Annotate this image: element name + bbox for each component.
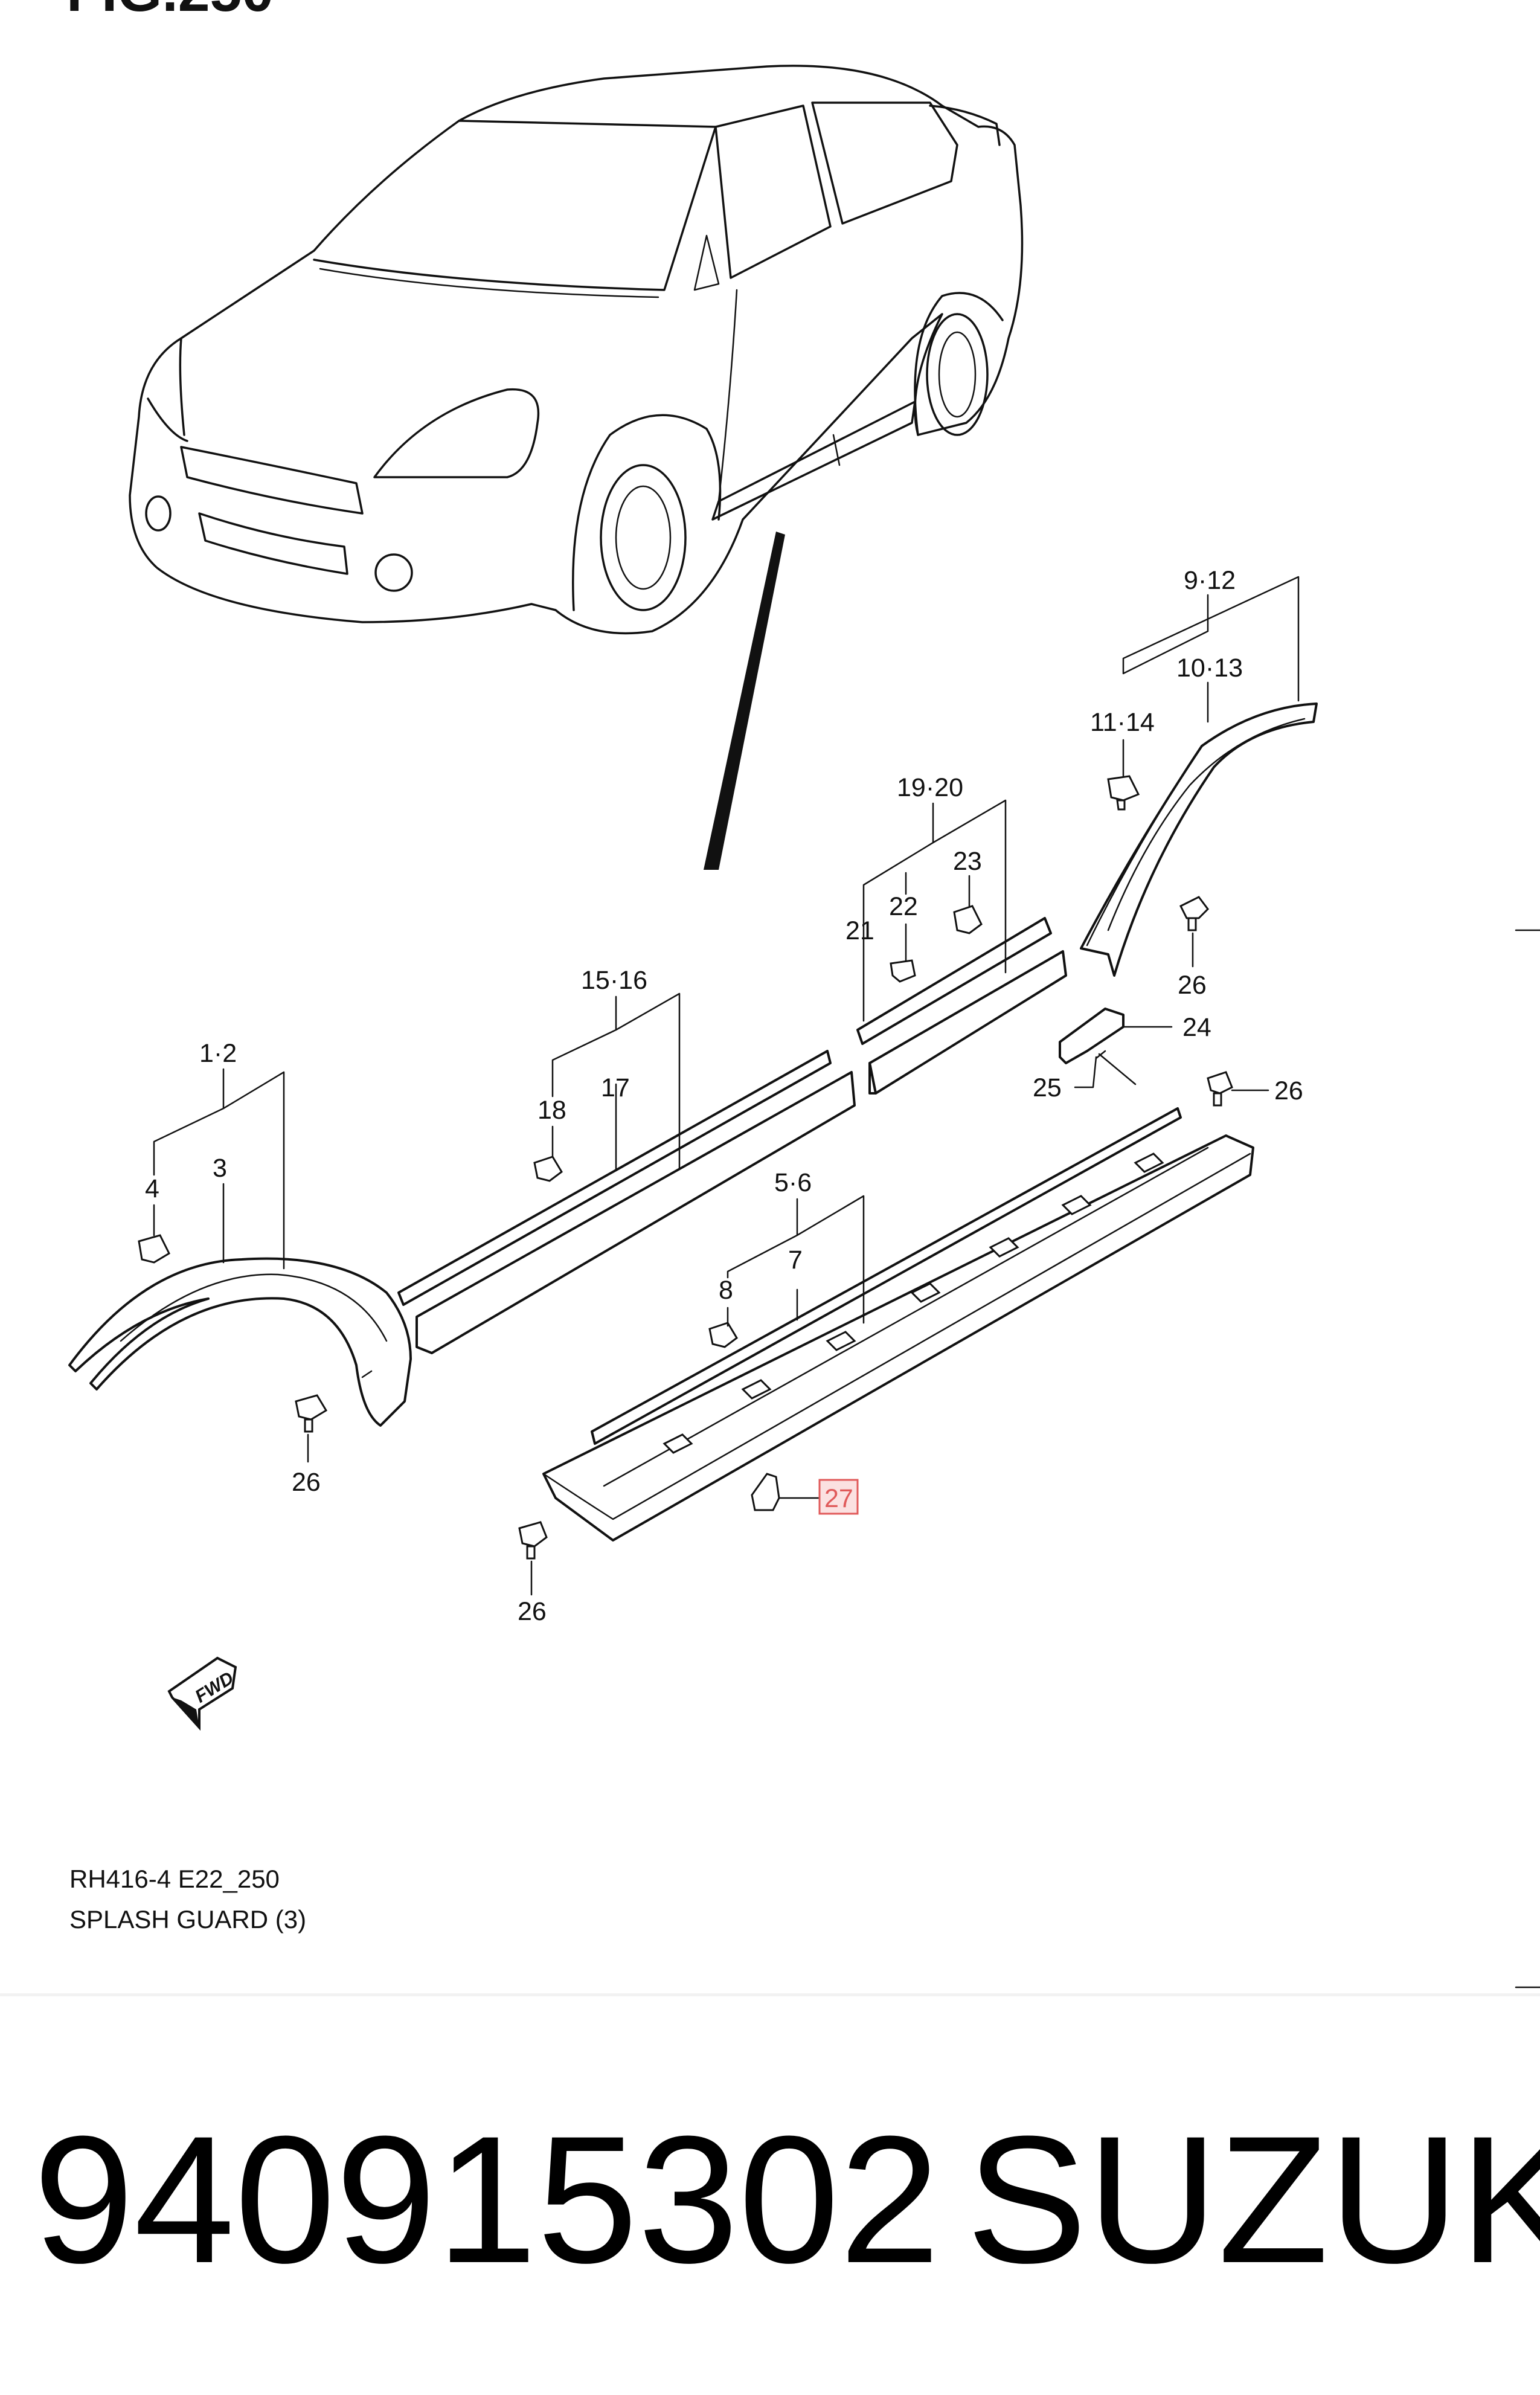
clip-11-14	[1107, 775, 1140, 811]
car-illustration	[129, 65, 1024, 635]
callout-11-14: 11·14	[1090, 708, 1155, 737]
divider	[0, 1993, 1540, 1996]
side-sill	[542, 1107, 1254, 1541]
callout-19-20: 19·20	[897, 773, 963, 802]
part-number: 940915302	[33, 2098, 940, 2301]
callout-21: 21	[845, 916, 874, 945]
callout-26-sill: 26	[518, 1597, 547, 1626]
fwd-arrow: FWD	[167, 1656, 237, 1731]
callout-27-highlight[interactable]: 27	[818, 1479, 859, 1515]
callout-23: 23	[953, 847, 982, 876]
brand-name: SUZUKI	[966, 2098, 1540, 2301]
callout-9-12: 9·12	[1184, 566, 1236, 595]
callout-15-16: 15·16	[581, 966, 647, 995]
callout-17: 17	[601, 1073, 630, 1102]
callout-26-rear-arch: 26	[1178, 971, 1207, 1000]
highlight-box	[818, 1479, 859, 1515]
pointer-wedge	[704, 532, 785, 870]
clip-8	[708, 1322, 738, 1348]
callout-3: 3	[213, 1154, 227, 1183]
callout-22: 22	[889, 892, 918, 921]
clip-26-front	[295, 1394, 328, 1433]
callout-5-6: 5·6	[774, 1168, 812, 1197]
clip-26-sill	[518, 1521, 548, 1560]
leader-lines	[153, 576, 1300, 1596]
clip-26-mid-right	[1207, 1071, 1233, 1107]
diagram-code: RH416-4 E22_250	[69, 1865, 280, 1893]
callout-labels: 9·12 10·13 11·14 19·20 23 22 21 26 24 25…	[145, 566, 1303, 1626]
clip-4	[138, 1234, 170, 1264]
callout-27: 27	[824, 1484, 853, 1513]
nut-27	[751, 1473, 780, 1511]
clip-18	[533, 1156, 563, 1182]
rear-arch-molding	[1080, 702, 1318, 977]
figure-title: FIG.250	[66, 0, 274, 24]
rear-door-molding	[856, 917, 1067, 1095]
clip-23	[953, 905, 983, 934]
diagram-name: SPLASH GUARD (3)	[69, 1905, 306, 1934]
callout-8: 8	[719, 1276, 733, 1305]
callout-26-front-arch: 26	[292, 1468, 321, 1497]
front-door-molding	[397, 1050, 856, 1354]
callout-24: 24	[1182, 1013, 1211, 1042]
clip-26-rear	[1179, 896, 1209, 931]
callout-1-2: 1·2	[199, 1039, 237, 1068]
callout-18: 18	[537, 1096, 566, 1125]
bracket-24	[1059, 1008, 1137, 1085]
callout-26-mid: 26	[1274, 1076, 1303, 1105]
callout-4: 4	[145, 1174, 159, 1203]
callout-10-13: 10·13	[1176, 654, 1243, 683]
front-arch-molding	[68, 1257, 412, 1427]
sill-tabs	[663, 1152, 1164, 1454]
clip-22	[890, 959, 916, 983]
callout-25: 25	[1033, 1073, 1062, 1102]
callout-7: 7	[788, 1246, 803, 1275]
